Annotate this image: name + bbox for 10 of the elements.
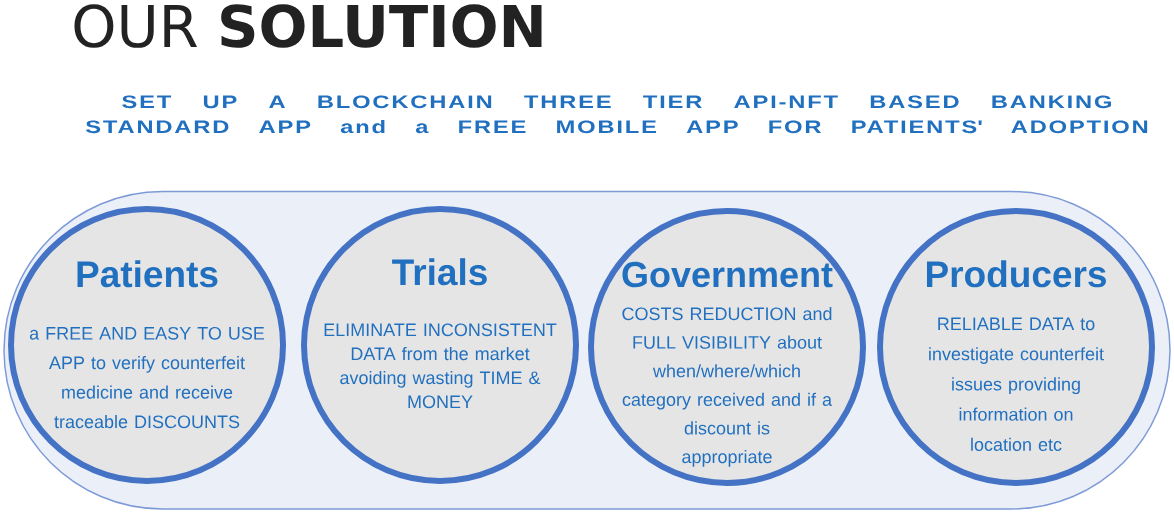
heading: Trials — [392, 258, 487, 286]
body-text: RELIABLE DATA to investigate counterfeit issues providing information on location etc — [929, 317, 1104, 451]
heading: Producers — [927, 260, 1106, 288]
subtitle: SET UP A BLOCKCHAIN THREE TIER API-NFT BASED BANKING STANDARD APP and a FREE MOBILE APP FOR PATIENTS' ADOPTION — [85, 95, 1148, 134]
title: OUR SOLUTION — [74, 4, 542, 48]
heading: Patients — [77, 260, 218, 288]
body-text: a FREE AND EASY TO USE APP to verify counterfeit medicine and receive traceable DISCOUNTS — [29, 326, 265, 429]
body-text: ELIMINATE INCONSISTENT DATA from the market avoiding wasting TIME & MONEY — [324, 323, 557, 409]
heading: Government — [622, 261, 833, 288]
body-text: COSTS REDUCTION and FULL VISIBILITY about when/where/which category received and if a discount is appropriate — [622, 306, 832, 467]
